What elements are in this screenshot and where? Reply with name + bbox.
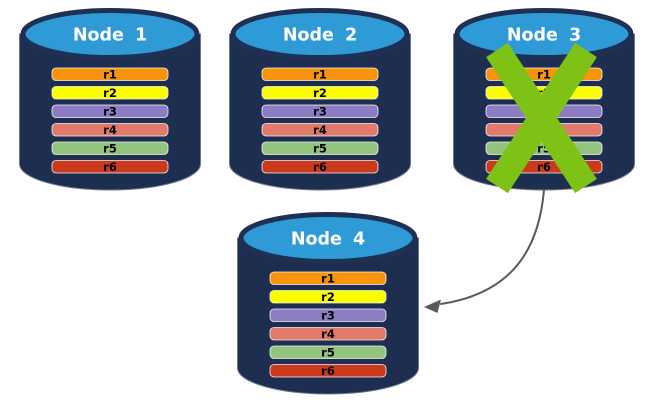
node-4-cylinder: Node 4 r1 r2 r3 r4 r5 r6 xyxy=(236,210,420,402)
row-label-r1: r1 xyxy=(103,67,117,81)
row-label-r6: r6 xyxy=(103,160,117,174)
row-label-r4: r4 xyxy=(313,123,327,137)
node-1-cylinder: Node 1 r1 r2 r3 r4 r5 r6 xyxy=(18,6,202,198)
failover-arrow-line xyxy=(440,189,545,305)
node-title: Node 2 xyxy=(283,26,357,46)
database-cylinder: Node 2 r1 r2 r3 r4 r5 r6 xyxy=(229,8,411,191)
row-label-r1: r1 xyxy=(313,67,327,81)
row-bar-r1 xyxy=(261,67,379,81)
database-cylinder: Node 3r1r2r3r4r5r6 xyxy=(453,8,635,194)
row-bar-r6 xyxy=(269,364,387,378)
failover-arrow-head-icon xyxy=(424,299,441,313)
row-bar-r4 xyxy=(269,327,387,341)
row-label-r4: r4 xyxy=(103,123,117,137)
row-bar-r4 xyxy=(51,123,169,137)
row-label-r2: r2 xyxy=(321,290,335,304)
row-bar-r1 xyxy=(51,67,169,81)
row-bar-r5 xyxy=(51,141,169,155)
row-label-r6: r6 xyxy=(321,364,335,378)
row-bar-r4 xyxy=(261,123,379,137)
cylinder-top xyxy=(238,212,418,264)
row-label-r1: r1 xyxy=(537,67,551,81)
database-cylinder: Node 4 r1 r2 r3 r4 r5 r6 xyxy=(237,212,419,395)
row-bar-r3 xyxy=(261,104,379,118)
row-bar-r5 xyxy=(261,141,379,155)
cylinder-top xyxy=(230,8,410,60)
failure-x-icon xyxy=(486,42,597,194)
row-bar-r2 xyxy=(269,290,387,304)
row-bar-r2 xyxy=(51,86,169,100)
row-label-r1: r1 xyxy=(321,271,335,285)
row-label-r6: r6 xyxy=(313,160,327,174)
row-label-r3: r3 xyxy=(321,308,335,322)
row-label-r5: r5 xyxy=(103,141,117,155)
row-label-r2: r2 xyxy=(313,86,327,100)
row-label-r3: r3 xyxy=(313,104,327,118)
row-bar-r6 xyxy=(261,160,379,174)
row-bar-r2 xyxy=(261,86,379,100)
row-bar-r1 xyxy=(269,271,387,285)
row-label-r5: r5 xyxy=(321,345,335,359)
node-title: Node 1 xyxy=(73,26,147,46)
node-title: Node 4 xyxy=(291,230,365,250)
row-label-r3: r3 xyxy=(103,104,117,118)
cylinder-top xyxy=(20,8,200,60)
row-bar-r6 xyxy=(51,160,169,174)
node-title: Node 3 xyxy=(507,26,581,46)
row-bar-r3 xyxy=(269,308,387,322)
node-3-cylinder: Node 3r1r2r3r4r5r6 xyxy=(452,6,636,198)
row-label-r5: r5 xyxy=(313,141,327,155)
row-bar-r3 xyxy=(51,104,169,118)
failure-x-stroke xyxy=(486,42,597,194)
row-label-r6: r6 xyxy=(537,160,551,174)
row-bar-r5 xyxy=(269,345,387,359)
row-label-r2: r2 xyxy=(103,86,117,100)
database-cylinder: Node 1 r1 r2 r3 r4 r5 r6 xyxy=(19,8,201,191)
row-label-r4: r4 xyxy=(321,327,335,341)
node-2-cylinder: Node 2 r1 r2 r3 r4 r5 r6 xyxy=(228,6,412,198)
cylinder-top xyxy=(454,8,634,60)
